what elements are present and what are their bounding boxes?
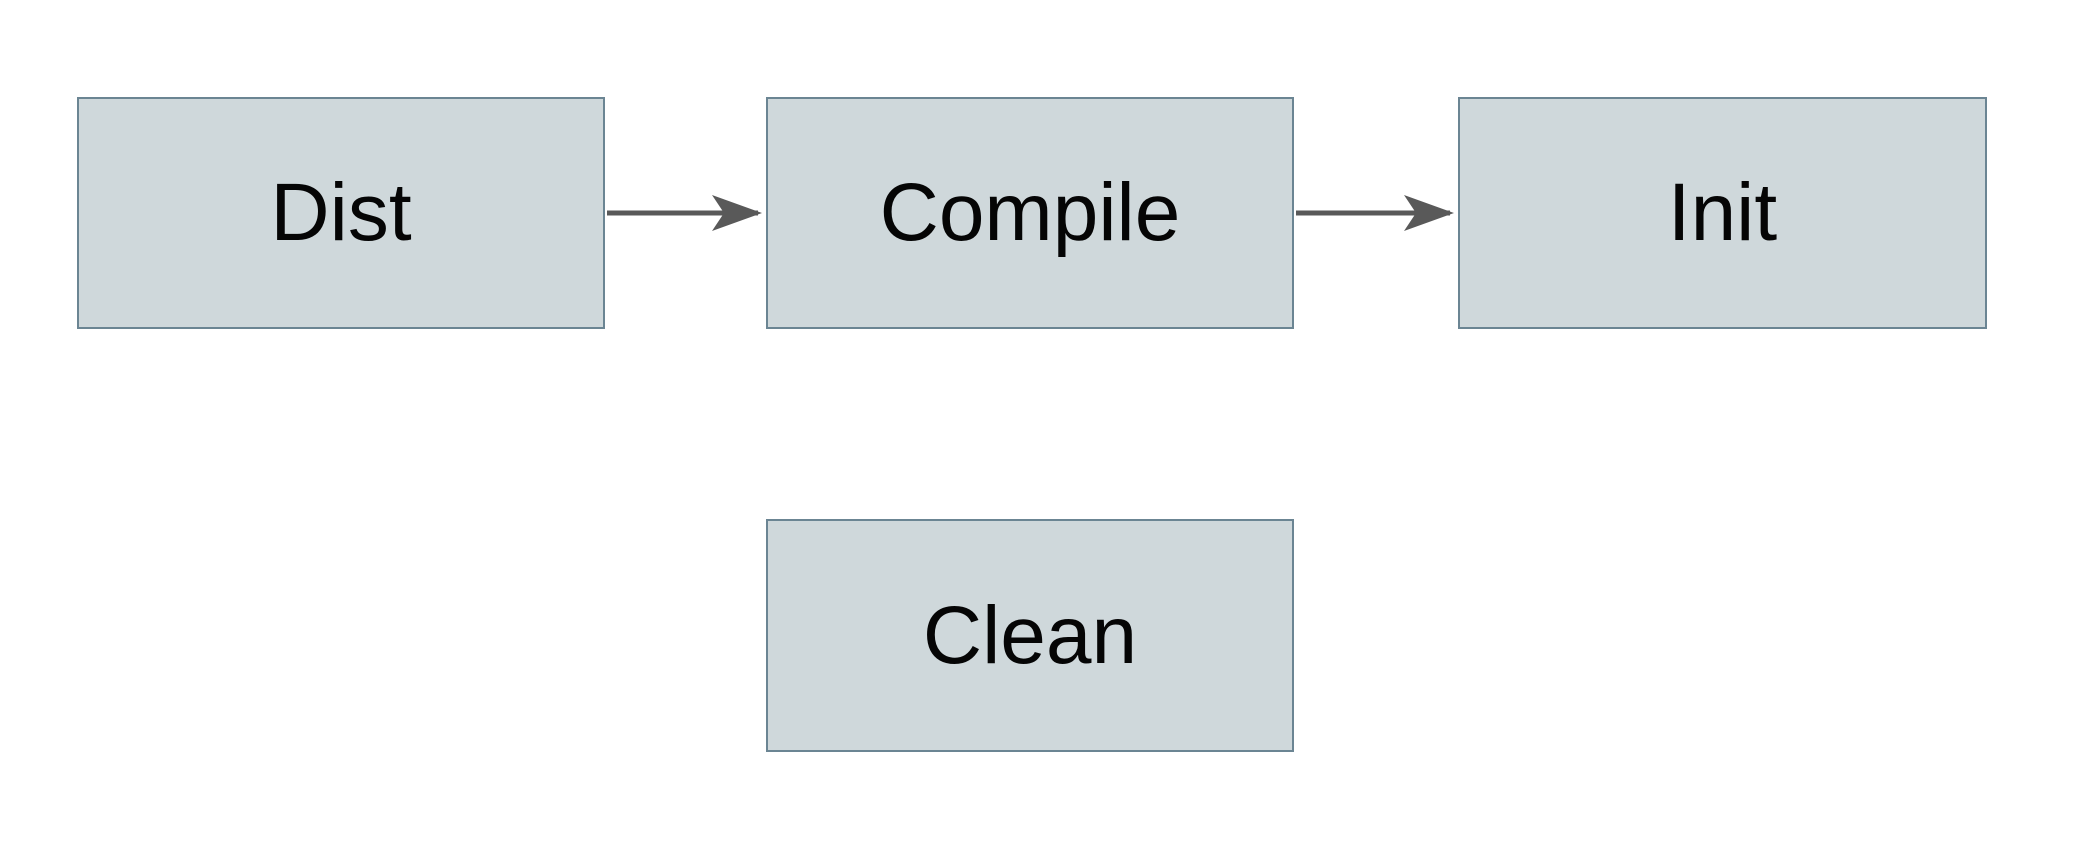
node-init: Init (1458, 97, 1987, 329)
node-compile: Compile (766, 97, 1294, 329)
node-compile-label: Compile (879, 167, 1181, 258)
node-clean-label: Clean (922, 589, 1138, 681)
node-init-label: Init (1667, 167, 1778, 258)
node-dist: Dist (77, 97, 605, 329)
node-clean: Clean (766, 519, 1294, 752)
node-dist-label: Dist (270, 167, 412, 258)
